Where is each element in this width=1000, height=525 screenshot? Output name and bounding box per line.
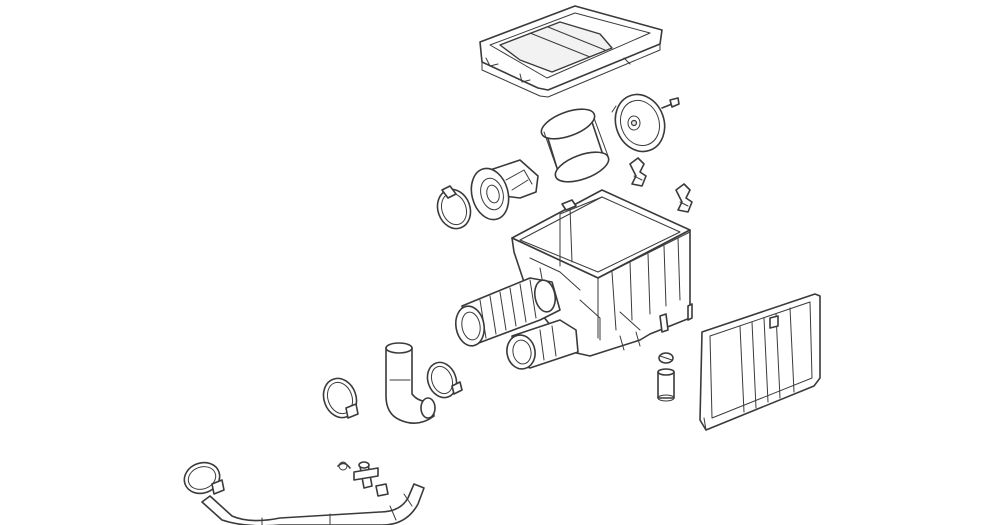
clip-lower	[675, 183, 693, 213]
clip-upper	[629, 157, 647, 187]
side-panel	[699, 293, 821, 431]
hose-clamp-upper	[436, 185, 472, 230]
drain-cap	[658, 352, 674, 364]
airbox-cover	[479, 5, 663, 98]
filter-end-cap	[611, 93, 666, 153]
air-filter-element	[540, 108, 610, 183]
hose-clamp-right	[426, 361, 463, 399]
outlet-duct	[506, 319, 579, 370]
screw	[661, 97, 680, 109]
hose-clamp-bottom	[183, 461, 225, 495]
intake-duct-ribbed	[454, 277, 561, 347]
drain-tube	[657, 368, 675, 402]
elbow-tube	[385, 342, 436, 424]
long-hose	[201, 483, 425, 525]
t-fitting	[337, 461, 389, 497]
filter-holder	[470, 159, 539, 221]
hose-clamp-left	[322, 377, 359, 419]
